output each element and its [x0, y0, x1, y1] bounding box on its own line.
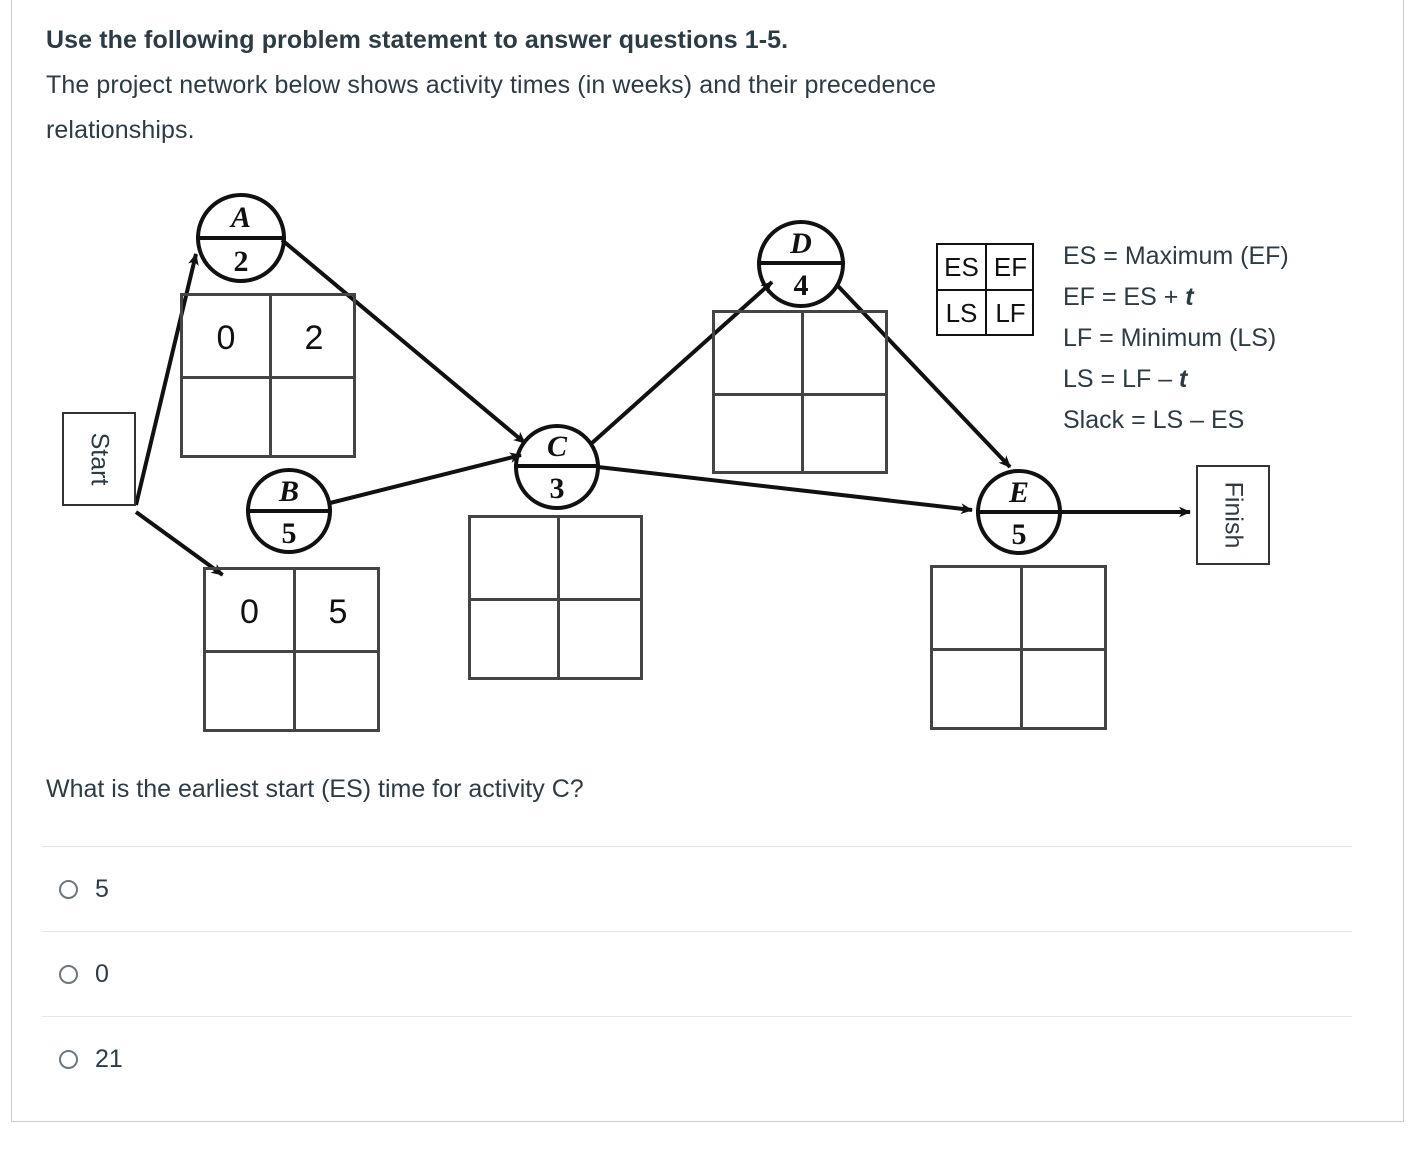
formula-lf: LF = Minimum (LS)	[1063, 318, 1393, 359]
option-label-3[interactable]: 21	[95, 1044, 123, 1073]
node-b-table-hline	[206, 650, 377, 653]
legend-hline	[938, 289, 1032, 291]
node-e-table-vline	[1020, 568, 1023, 727]
legend-ef: EF	[993, 252, 1028, 282]
node-e-letter: E	[1008, 476, 1029, 509]
legend-ls: LS	[945, 298, 978, 328]
question-text: What is the earliest start (ES) time for…	[46, 775, 584, 803]
node-e-table-hline	[933, 648, 1104, 651]
prompt-heading: Use the following problem statement to a…	[46, 26, 789, 54]
node-d-letter: D	[790, 227, 812, 260]
node-a-divider	[196, 236, 286, 240]
node-e-duration: 5	[1011, 518, 1027, 551]
edge-start-b	[134, 510, 224, 577]
node-d-divider	[757, 261, 845, 265]
node-c-table-vline	[557, 518, 560, 677]
formula-lf-text: LF = Minimum (LS)	[1063, 324, 1277, 352]
node-d-duration: 4	[793, 269, 809, 302]
node-a-duration: 2	[233, 245, 249, 278]
legend-formulas: ES = Maximum (EF) EF = ES + t LF = Minim…	[1063, 236, 1393, 441]
quiz-card	[11, 0, 1404, 1122]
node-a-letter: A	[230, 201, 251, 234]
node-c-duration: 3	[549, 472, 565, 505]
legend-key-table: ES EF LS LF	[936, 243, 1034, 336]
formula-slack: Slack = LS – ES	[1063, 400, 1393, 441]
node-a-ef: 2	[304, 319, 324, 357]
formula-slack-text: Slack = LS – ES	[1063, 406, 1245, 434]
node-b-table-vline	[293, 570, 296, 729]
formula-ls: LS = LF – t	[1063, 359, 1393, 400]
formula-ls-text: LS = LF –	[1063, 365, 1180, 393]
legend-es: ES	[944, 252, 979, 282]
radio-button-2[interactable]	[59, 964, 78, 984]
node-e-divider	[976, 510, 1062, 514]
formula-ef: EF = ES + t	[1063, 277, 1393, 318]
formula-ef-text: EF = ES +	[1063, 283, 1186, 311]
node-a-table-vline	[269, 296, 272, 455]
option-label-1[interactable]: 5	[95, 874, 109, 903]
answer-options: 5 0 21	[42, 846, 1352, 1101]
finish-label: Finish	[1219, 481, 1248, 549]
option-row-1[interactable]: 5	[42, 846, 1352, 931]
formula-ls-emph: t	[1179, 365, 1188, 393]
legend-lf: LF	[995, 298, 1026, 328]
node-a-table-hline	[183, 376, 353, 379]
node-d-table-hline	[715, 393, 885, 396]
radio-button-1[interactable]	[59, 879, 78, 899]
node-d-table-vline	[801, 313, 804, 471]
option-label-2[interactable]: 0	[95, 959, 109, 988]
edge-c-d	[590, 280, 774, 445]
node-b-table: 0 5	[203, 567, 380, 732]
node-b-duration: 5	[281, 517, 297, 550]
finish-node: Finish	[1196, 465, 1270, 565]
node-e-table	[930, 565, 1107, 730]
option-row-3[interactable]: 21	[42, 1016, 1352, 1101]
edge-b-c	[329, 452, 522, 505]
start-node: Start	[62, 412, 136, 506]
node-b-letter: B	[278, 475, 299, 508]
start-label: Start	[85, 432, 114, 486]
formula-ef-emph: t	[1185, 283, 1194, 311]
node-b-es: 0	[240, 593, 259, 631]
formula-es-text: ES = Maximum (EF)	[1063, 242, 1289, 270]
edge-a-c	[280, 238, 527, 445]
prompt-body-line-1: The project network below shows activity…	[46, 71, 937, 99]
formula-es: ES = Maximum (EF)	[1063, 236, 1393, 277]
problem-statement: Use the following problem statement to a…	[46, 18, 1226, 153]
node-a-es: 0	[216, 319, 236, 357]
node-c-table	[468, 515, 643, 680]
node-c-table-hline	[471, 598, 640, 601]
node-c-letter: C	[546, 430, 567, 463]
node-b-divider	[246, 509, 332, 513]
option-row-2[interactable]: 0	[42, 931, 1352, 1016]
node-c-divider	[514, 464, 600, 468]
prompt-body-line-2: relationships.	[46, 116, 195, 144]
edge-d-e	[836, 284, 1012, 469]
node-a-table: 0 2	[180, 293, 356, 458]
radio-button-3[interactable]	[59, 1049, 78, 1069]
node-d-table	[712, 310, 888, 474]
edge-c-e	[597, 465, 973, 515]
project-network-diagram: Start Finish A 2 0 2 B 5 0 5	[0, 160, 1421, 770]
node-b-ef: 5	[328, 593, 348, 631]
